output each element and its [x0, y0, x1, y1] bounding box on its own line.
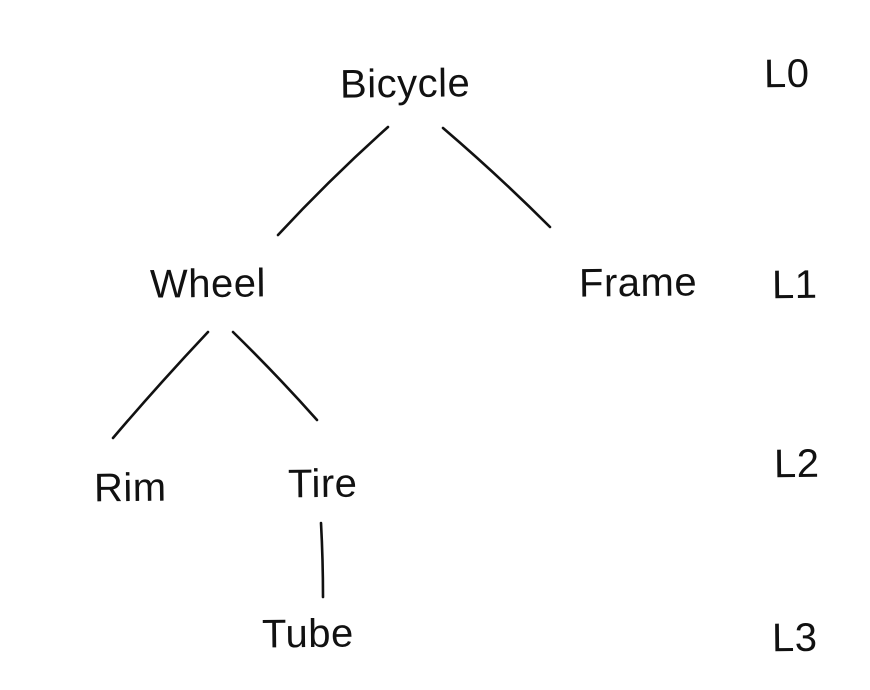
level-label-l1: L1 [771, 262, 818, 308]
level-label-l2: L2 [773, 441, 820, 487]
level-label-l3: L3 [771, 615, 818, 661]
node-rim: Rim [93, 465, 167, 511]
node-bicycle: Bicycle [339, 61, 471, 107]
node-tube: Tube [261, 611, 354, 657]
edge-bicycle-frame [441, 126, 552, 229]
edge-tire-tube [319, 521, 325, 599]
edge-wheel-rim [111, 330, 210, 440]
edge-wheel-tire [231, 330, 319, 422]
edge-bicycle-wheel [276, 125, 390, 237]
node-wheel: Wheel [149, 261, 267, 307]
node-tire: Tire [287, 461, 358, 507]
level-label-l0: L0 [763, 51, 810, 97]
node-frame: Frame [578, 260, 698, 306]
